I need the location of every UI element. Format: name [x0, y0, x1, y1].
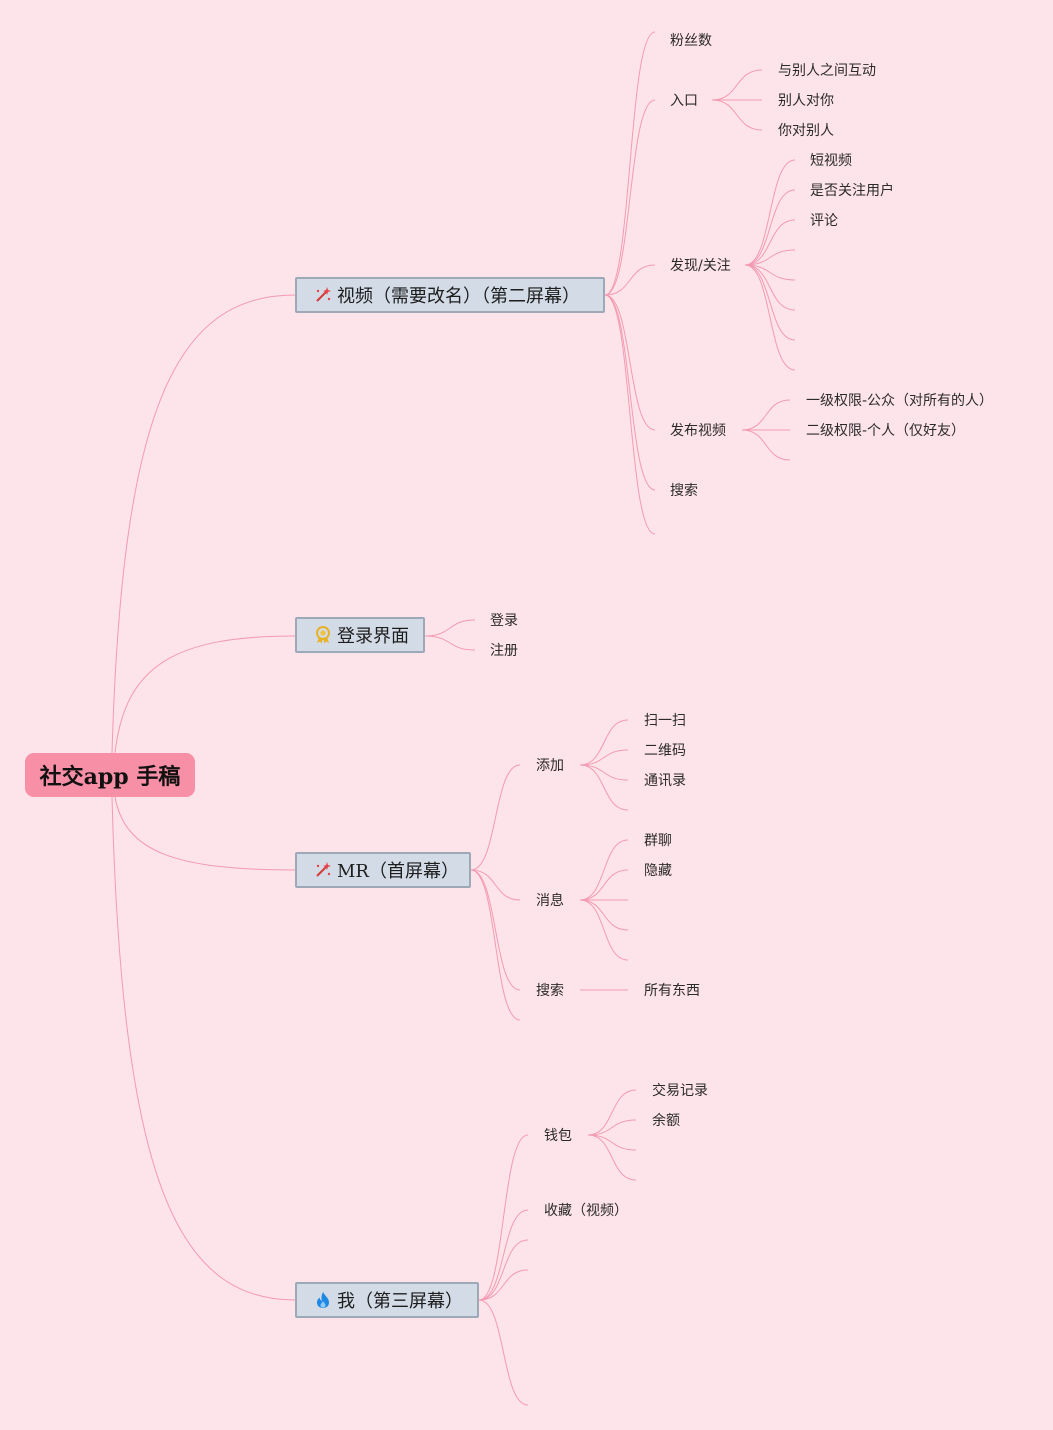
- connector-line: [579, 719, 629, 766]
- node-register[interactable]: 注册: [490, 643, 518, 659]
- connector-line: [711, 99, 763, 131]
- node-fans[interactable]: 粉丝数: [670, 33, 712, 49]
- connector-line: [478, 1209, 529, 1301]
- magic-wand-icon: [316, 862, 331, 877]
- branch-login-label: 登录界面: [337, 626, 409, 647]
- root-node[interactable]: 社交app 手稿: [25, 753, 195, 797]
- connector-line: [470, 869, 521, 1021]
- connector-line: [744, 264, 796, 341]
- connector-line: [470, 869, 521, 901]
- node-message[interactable]: 消息: [536, 893, 564, 909]
- node-mr-search-all[interactable]: 所有东西: [644, 983, 700, 999]
- node-entry-you-to-others[interactable]: 你对别人: [778, 123, 834, 139]
- node-message-group[interactable]: 群聊: [644, 833, 672, 849]
- connector-line: [744, 249, 796, 266]
- connector-line: [744, 264, 796, 311]
- connector-line: [604, 99, 656, 296]
- branch-mr[interactable]: MR（首屏幕）: [295, 852, 471, 888]
- connector-line: [744, 159, 796, 266]
- connector-line: [604, 294, 656, 491]
- connector-line: [744, 219, 796, 266]
- award-badge-icon: [316, 626, 330, 644]
- node-discover-follow-user[interactable]: 是否关注用户: [810, 183, 894, 199]
- node-add-qrcode[interactable]: 二维码: [644, 743, 686, 759]
- connector-line: [579, 899, 629, 931]
- connector-line: [604, 31, 656, 296]
- node-discover[interactable]: 发现/关注: [670, 258, 731, 274]
- connector-line: [579, 749, 629, 766]
- node-entry-others-to-you[interactable]: 别人对你: [778, 93, 834, 109]
- connector-line: [114, 635, 296, 754]
- connector-line: [111, 294, 296, 754]
- node-discover-short-video[interactable]: 短视频: [810, 153, 852, 169]
- node-entry-interact[interactable]: 与别人之间互动: [778, 63, 876, 79]
- connector-line: [604, 294, 656, 431]
- branch-video[interactable]: 视频（需要改名）（第二屏幕）: [295, 277, 605, 313]
- connector-line: [587, 1134, 637, 1181]
- connector-line: [587, 1119, 637, 1136]
- node-entry[interactable]: 入口: [670, 93, 698, 109]
- connector-line: [424, 635, 476, 651]
- connector-line: [478, 1299, 529, 1406]
- connector-line: [478, 1269, 529, 1301]
- branch-video-label: 视频（需要改名）（第二屏幕）: [337, 286, 580, 307]
- connector-line: [741, 429, 791, 461]
- branch-mr-label: MR（首屏幕）: [337, 861, 459, 882]
- connector-line: [424, 619, 476, 637]
- connector-line: [114, 796, 296, 871]
- node-add-contacts[interactable]: 通讯录: [644, 773, 686, 789]
- connector-line: [478, 1239, 529, 1301]
- connector-line: [579, 839, 629, 901]
- connector-line: [470, 764, 521, 871]
- connector-line: [579, 869, 629, 901]
- node-publish[interactable]: 发布视频: [670, 423, 726, 439]
- branch-login[interactable]: 登录界面: [295, 617, 425, 653]
- node-message-hidden[interactable]: 隐藏: [644, 863, 672, 879]
- flame-icon: [317, 1292, 329, 1308]
- connector-line: [741, 399, 791, 431]
- node-wallet-balance[interactable]: 余额: [652, 1113, 680, 1129]
- connector-line: [111, 796, 296, 1301]
- node-login[interactable]: 登录: [490, 613, 518, 629]
- node-wallet[interactable]: 钱包: [544, 1128, 572, 1144]
- connector-line: [604, 264, 656, 296]
- node-add-scan[interactable]: 扫一扫: [644, 713, 686, 729]
- connector-line: [744, 189, 796, 266]
- connector-line: [744, 264, 796, 281]
- node-favorites[interactable]: 收藏（视频）: [544, 1203, 628, 1219]
- connector-line: [587, 1134, 637, 1151]
- node-add[interactable]: 添加: [536, 758, 564, 774]
- node-wallet-transactions[interactable]: 交易记录: [652, 1083, 708, 1099]
- connector-line: [604, 294, 656, 535]
- root-label: 社交app 手稿: [39, 764, 181, 790]
- connector-line: [744, 264, 796, 371]
- connector-line: [579, 764, 629, 811]
- branch-me[interactable]: 我（第三屏幕）: [295, 1282, 479, 1318]
- node-mr-search[interactable]: 搜索: [536, 983, 564, 999]
- node-publish-level-1[interactable]: 一级权限-公众（对所有的人）: [806, 393, 994, 409]
- node-video-search[interactable]: 搜索: [670, 483, 698, 499]
- connector-line: [711, 69, 763, 101]
- branch-me-label: 我（第三屏幕）: [337, 1291, 463, 1312]
- connector-line: [587, 1089, 637, 1136]
- connector-line: [478, 1134, 529, 1301]
- connector-line: [470, 869, 521, 991]
- connector-line: [579, 899, 629, 961]
- connector-line: [579, 764, 629, 781]
- magic-wand-icon: [316, 287, 331, 302]
- node-discover-comment[interactable]: 评论: [810, 213, 838, 229]
- node-publish-level-2[interactable]: 二级权限-个人（仅好友）: [806, 423, 966, 439]
